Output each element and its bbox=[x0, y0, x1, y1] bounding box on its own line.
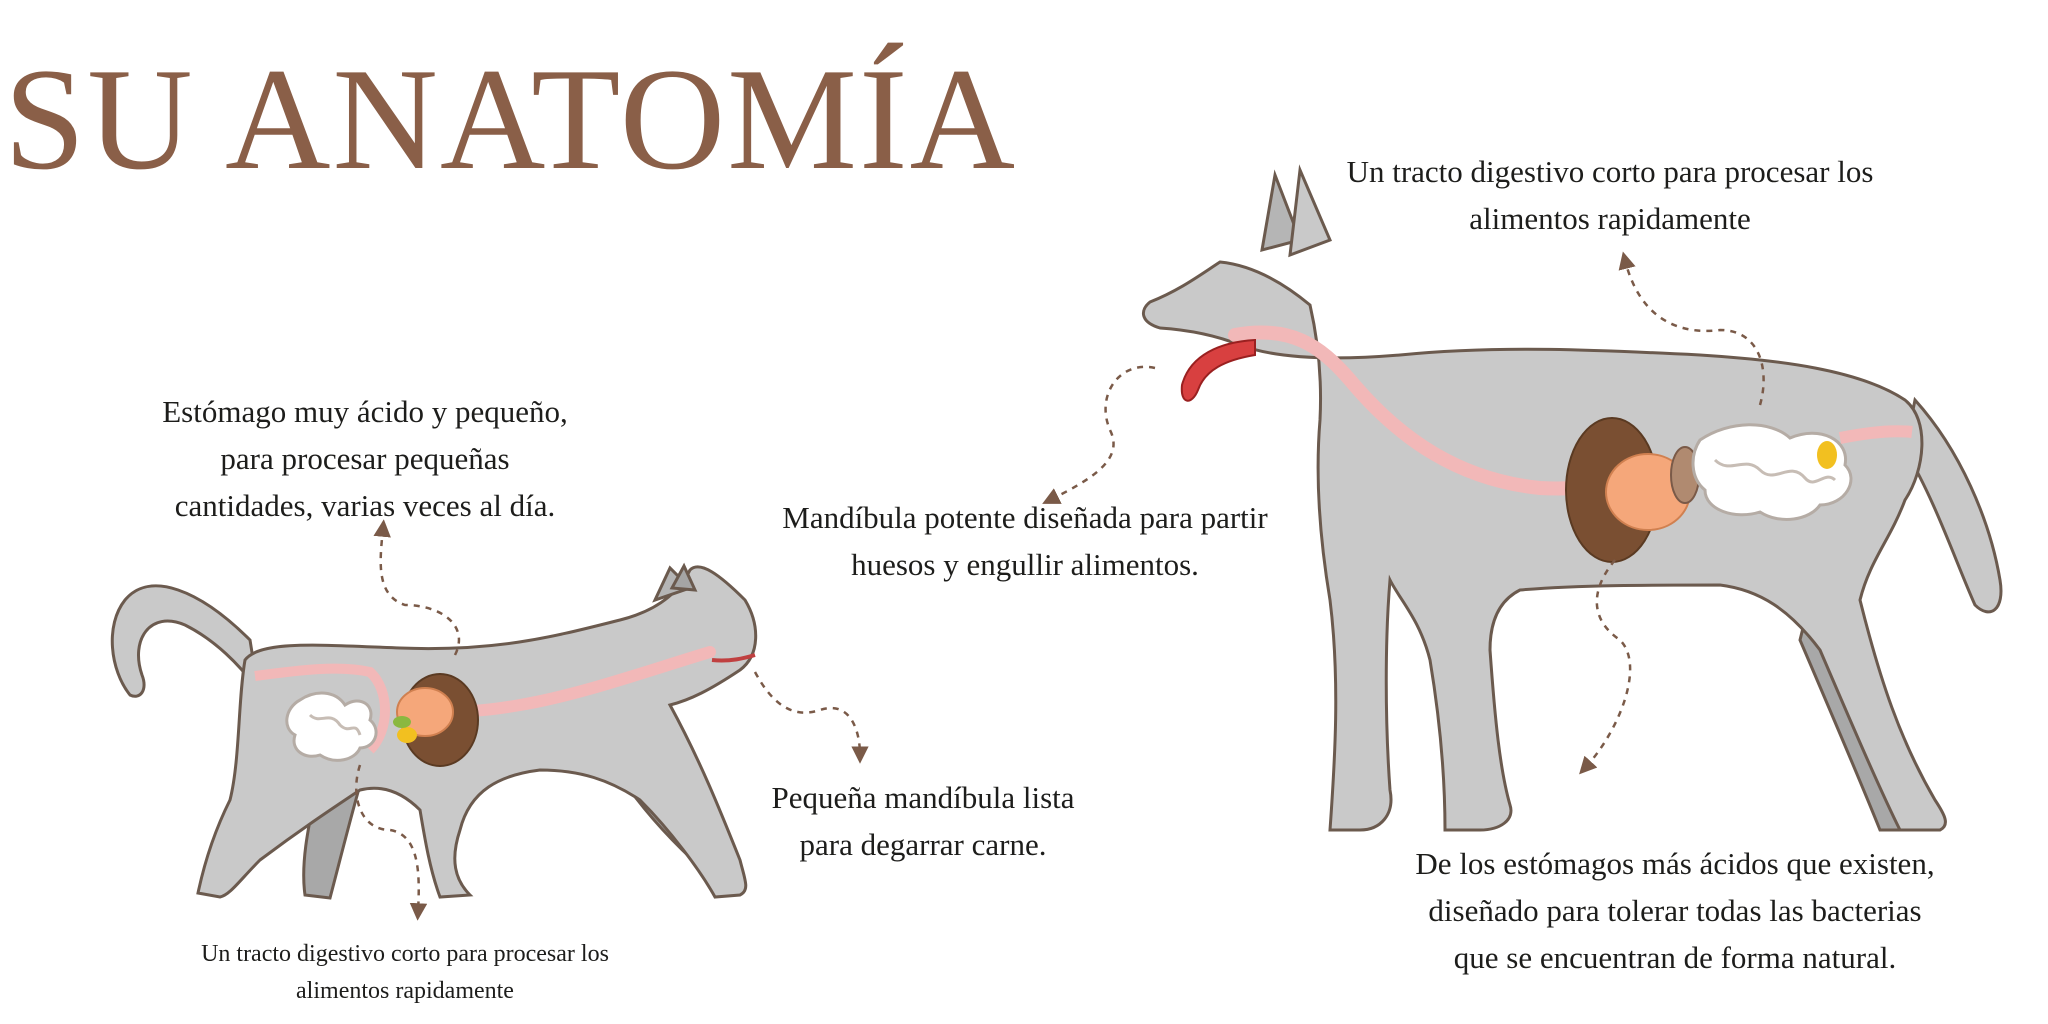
cat-tract-caption-line: alimentos rapidamente bbox=[296, 978, 514, 1004]
dog-illustration bbox=[1141, 164, 2003, 832]
arrow-dog-tract bbox=[1618, 251, 1765, 406]
dog-tract-caption: Un tracto digestivo corto para procesar … bbox=[1300, 148, 1920, 242]
cat-tail bbox=[110, 584, 260, 698]
cat-jaw-caption-line: para degarrar carne. bbox=[799, 827, 1047, 862]
dog-tract-caption-line: Un tracto digestivo corto para procesar … bbox=[1346, 154, 1874, 189]
cat-intestines bbox=[285, 691, 378, 762]
dog-stomach-caption-line: que se encuentran de forma natural. bbox=[1453, 940, 1897, 975]
cat-colon bbox=[254, 663, 390, 754]
dog-stomach-caption-line: diseñado para tolerar todas las bacteria… bbox=[1428, 893, 1922, 928]
cat-ear-right bbox=[669, 562, 698, 592]
cat-tract-caption: Un tracto digestivo corto para procesar … bbox=[140, 936, 670, 1010]
cat-jaw-caption: Pequeña mandíbula lista para degarrar ca… bbox=[738, 774, 1108, 868]
cat-jaw-caption-line: Pequeña mandíbula lista bbox=[771, 780, 1075, 815]
cat-stomach bbox=[396, 687, 454, 737]
cat-stomach-caption: Estómago muy ácido y pequeño, para proce… bbox=[115, 388, 615, 529]
dog-ear-left bbox=[1260, 169, 1303, 253]
arrow-dog-stomach bbox=[1579, 559, 1632, 775]
dog-jaw-caption-line: huesos y engullir alimentos. bbox=[851, 547, 1199, 582]
page-title: SU ANATOMÍA bbox=[4, 38, 1018, 200]
annotation-arrows bbox=[355, 251, 1765, 921]
cat-jaw bbox=[711, 653, 756, 663]
dog-gallbladder bbox=[1817, 441, 1837, 469]
cat-illustration bbox=[110, 562, 758, 900]
dog-stomach-caption-line: De los estómagos más ácidos que existen, bbox=[1415, 846, 1935, 881]
dog-ear-right bbox=[1288, 164, 1332, 258]
cat-tract-caption-line: Un tracto digestivo corto para procesar … bbox=[201, 941, 609, 967]
cat-pancreas bbox=[393, 716, 411, 728]
dog-tract-caption-line: alimentos rapidamente bbox=[1469, 201, 1751, 236]
dog-tail bbox=[1903, 396, 2003, 614]
dog-body bbox=[1141, 260, 1947, 832]
cat-stomach-caption-line: para procesar pequeñas bbox=[220, 441, 510, 476]
arrow-dog-jaw bbox=[1042, 365, 1156, 504]
arrow-cat-stomach bbox=[373, 519, 461, 656]
dog-tongue bbox=[1180, 338, 1256, 402]
arrow-cat-jaw bbox=[753, 671, 869, 764]
cat-gallbladder bbox=[397, 727, 417, 743]
dog-jaw-caption: Mandíbula potente diseñada para partir h… bbox=[740, 494, 1310, 588]
cat-stomach-caption-line: Estómago muy ácido y pequeño, bbox=[162, 394, 568, 429]
dog-jaw-caption-line: Mandíbula potente diseñada para partir bbox=[782, 500, 1268, 535]
arrow-cat-tract bbox=[355, 764, 428, 921]
dog-intestines bbox=[1691, 423, 1853, 521]
cat-stomach-caption-line: cantidades, varias veces al día. bbox=[174, 488, 556, 523]
dog-stomach-caption: De los estómagos más ácidos que existen,… bbox=[1360, 840, 1990, 981]
dog-colon bbox=[1838, 425, 1913, 444]
